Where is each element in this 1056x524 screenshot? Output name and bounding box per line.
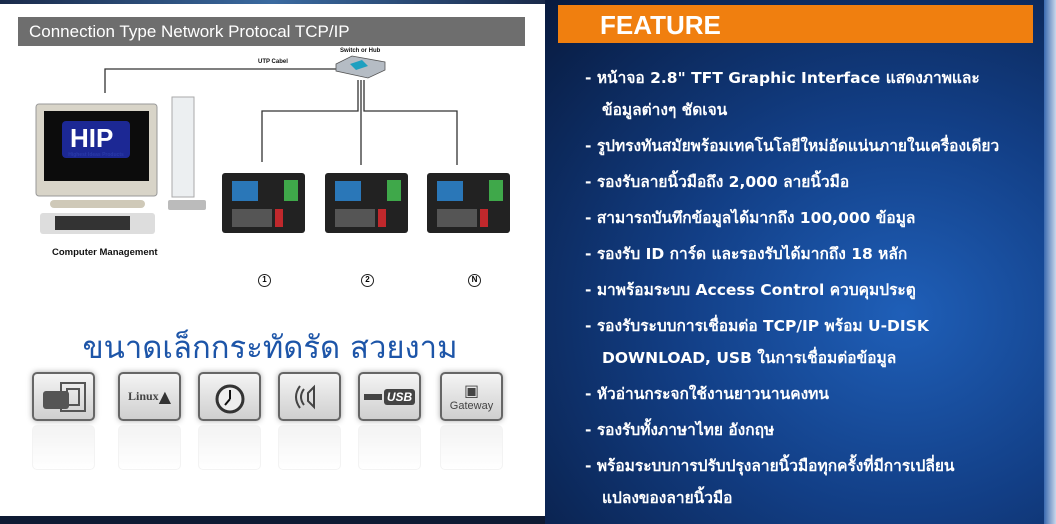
feature-item: - รองรับ ID การ์ด และรองรับได้มากถึง 18 … xyxy=(585,245,908,263)
icon-reflection xyxy=(358,425,421,470)
speaker-icon xyxy=(278,372,341,421)
usb-icon: USB xyxy=(358,372,421,421)
feature-item: - รูปทรงทันสมัยพร้อมเทคโนโลยีใหม่อัดแน่น… xyxy=(585,137,1000,155)
feature-item: - หน้าจอ 2.8" TFT Graphic Interface แสดง… xyxy=(585,69,980,119)
gateway-icon: ▣Gateway xyxy=(440,372,503,421)
tagline: ขนาดเล็กกระทัดรัด สวยงาม xyxy=(82,330,458,366)
feature-item: - หัวอ่านกระจกใช้งานยาวนานคงทน xyxy=(585,385,829,403)
hip-logo-subtext: Highest Ideas Products xyxy=(68,152,124,158)
connection-header: Connection Type Network Protocal TCP/IP xyxy=(18,17,525,46)
feature-item: - พร้อมระบบการปรับปรุงลายนิ้วมือทุกครั้ง… xyxy=(585,457,955,507)
cables xyxy=(104,68,458,165)
switch-icon xyxy=(335,55,386,79)
fingerprint-devices xyxy=(222,173,510,233)
computer-label: Computer Management xyxy=(52,247,158,258)
device-n-icon xyxy=(427,173,510,233)
feature-item: - มาพร้อมระบบ Access Control ควบคุมประตู xyxy=(585,281,916,299)
switch-label: Switch or Hub xyxy=(340,48,381,54)
hip-logo: HIP xyxy=(70,123,114,153)
alarm-clock-icon xyxy=(198,372,261,421)
feature-item: - รองรับระบบการเชื่อมต่อ TCP/IP พร้อม U-… xyxy=(585,317,929,367)
network-diagram xyxy=(35,55,510,234)
feature-title: FEATURE xyxy=(558,5,1033,43)
cable-label: UTP Cabel xyxy=(258,59,288,65)
feature-item: - รองรับทั้งภาษาไทย อังกฤษ xyxy=(585,421,775,439)
icon-reflection xyxy=(32,425,95,470)
icon-reflection xyxy=(198,425,261,470)
device-2-icon xyxy=(325,173,408,233)
bottom-border xyxy=(0,516,545,524)
device-1-icon xyxy=(222,173,305,233)
device-number-1: 1 xyxy=(258,274,271,287)
top-border xyxy=(0,0,545,4)
icon-reflection xyxy=(278,425,341,470)
linux-icon: Linux▲ xyxy=(118,372,181,421)
card-reader-icon xyxy=(32,372,95,421)
panel-edge xyxy=(1044,0,1056,524)
feature-list: - หน้าจอ 2.8" TFT Graphic Interface แสดง… xyxy=(585,62,1045,518)
feature-item: - รองรับลายนิ้วมือถึง 2,000 ลายนิ้วมือ xyxy=(585,173,850,191)
network-diagram-panel: Connection Type Network Protocal TCP/IP xyxy=(0,0,545,524)
computer-monitor-icon xyxy=(35,103,158,234)
device-number-n: N xyxy=(468,274,481,287)
device-number-2: 2 xyxy=(361,274,374,287)
icon-reflection xyxy=(118,425,181,470)
feature-panel: FEATURE - หน้าจอ 2.8" TFT Graphic Interf… xyxy=(545,0,1056,524)
computer-tower-icon xyxy=(168,96,206,210)
feature-item: - สามารถบันทึกข้อมูลได้มากถึง 100,000 ข้… xyxy=(585,209,916,227)
icon-reflection xyxy=(440,425,503,470)
